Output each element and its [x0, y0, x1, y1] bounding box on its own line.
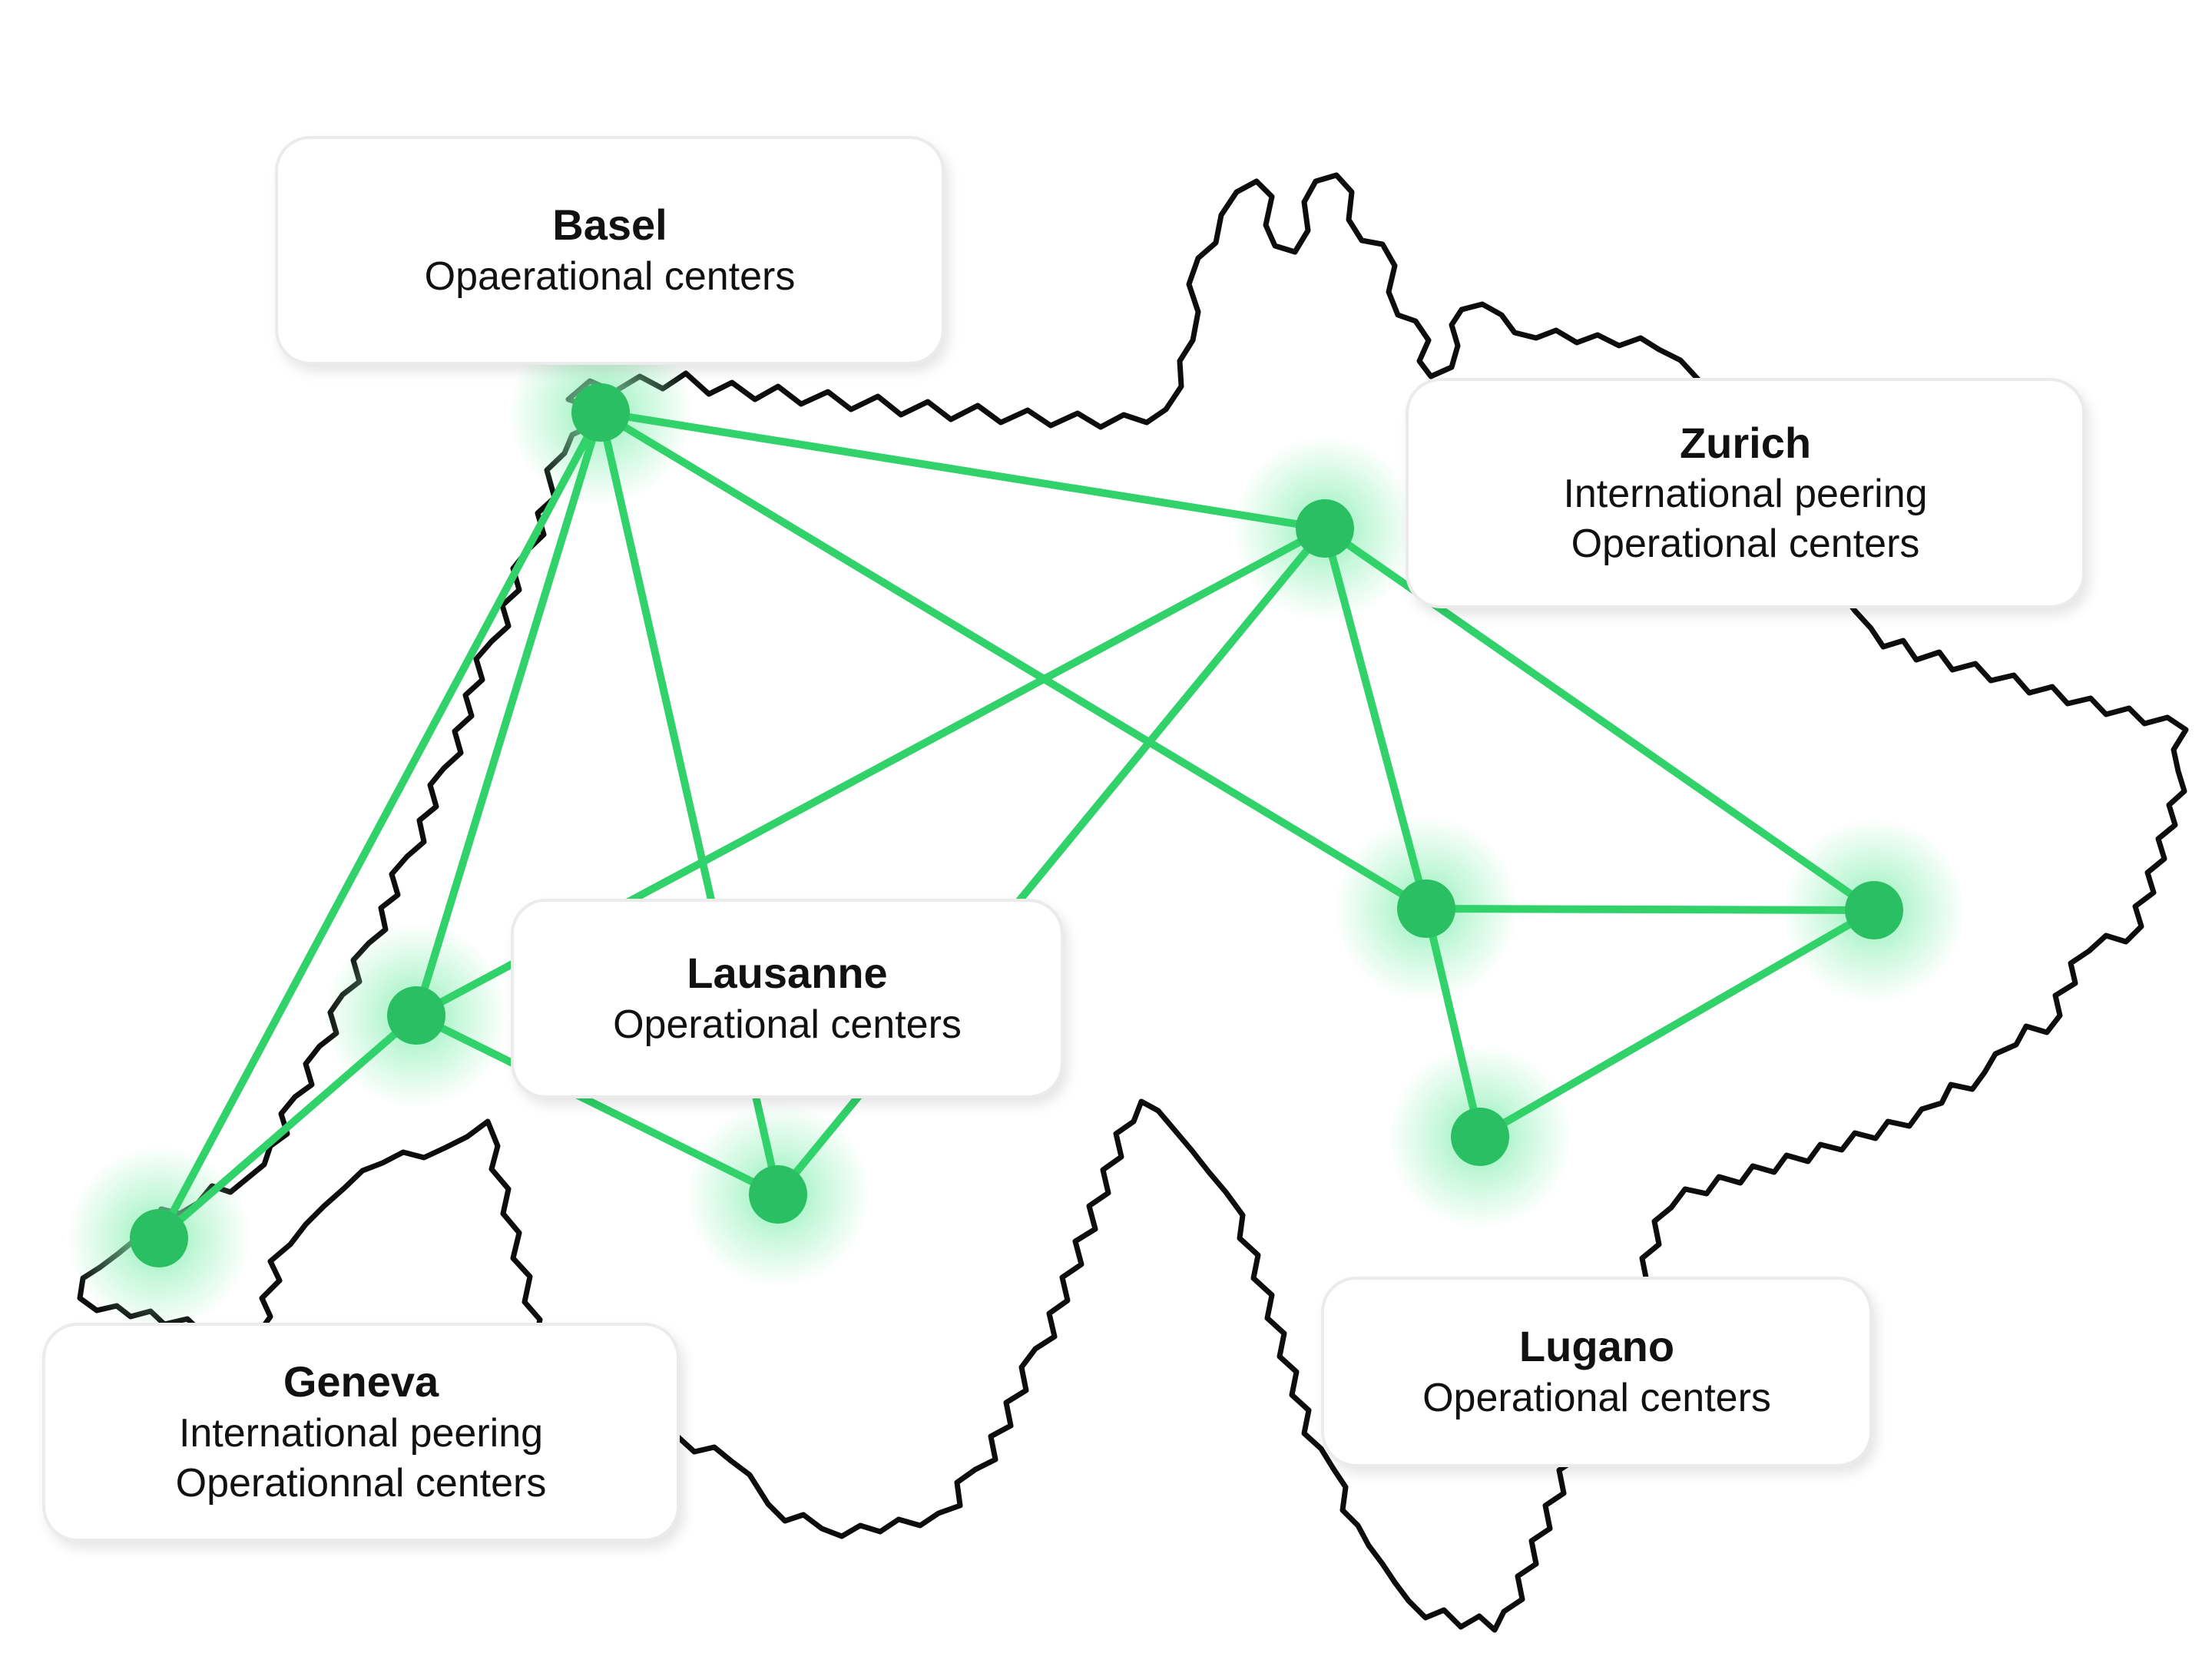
- city-name: Basel: [552, 200, 667, 250]
- city-role: Operational centers: [1571, 522, 1920, 567]
- city-role: Operational centers: [613, 1002, 962, 1047]
- network-node-geneva: [130, 1209, 188, 1267]
- city-role: Operationnal centers: [175, 1460, 547, 1506]
- label-card-zurich: Zurich International peering Operational…: [1406, 378, 2085, 608]
- city-name: Lausanne: [687, 949, 888, 998]
- network-node-basel: [571, 383, 630, 442]
- label-card-basel: Basel Opaerational centers: [275, 136, 945, 365]
- edge-basel-geneva: [155, 409, 604, 1242]
- edge-lausanne-unnamed-south: [412, 1012, 782, 1198]
- network-node-unnamed-east-mid: [1397, 880, 1455, 938]
- network-node-lugano: [1451, 1108, 1509, 1166]
- city-role: Opaerational centers: [424, 253, 796, 299]
- label-card-lugano: Lugano Operational centers: [1321, 1277, 1873, 1467]
- city-role: Operational centers: [1422, 1375, 1771, 1420]
- network-node-lausanne: [387, 986, 445, 1045]
- edge-basel-zurich: [597, 409, 1329, 532]
- city-name: Zurich: [1679, 418, 1812, 467]
- edge-zurich-unnamed-east-mid: [1321, 525, 1430, 913]
- network-node-unnamed-south: [749, 1165, 807, 1224]
- edge-unnamed-far-east-lugano: [1476, 906, 1878, 1141]
- network-node-unnamed-far-east: [1845, 881, 1903, 939]
- edge-unnamed-east-mid-unnamed-far-east: [1422, 905, 1878, 914]
- label-card-lausanne: Lausanne Operational centers: [511, 899, 1064, 1098]
- network-node-zurich: [1296, 499, 1354, 558]
- edge-unnamed-east-mid-lugano: [1422, 905, 1484, 1141]
- edge-basel-lausanne: [412, 409, 604, 1019]
- city-role: International peering: [1563, 472, 1928, 517]
- label-card-geneva: Geneva International peering Operationna…: [42, 1323, 680, 1542]
- city-role: International peering: [178, 1410, 544, 1456]
- city-name: Lugano: [1518, 1322, 1675, 1371]
- city-name: Geneva: [283, 1357, 439, 1406]
- edge-lausanne-geneva: [155, 1012, 420, 1242]
- edge-basel-unnamed-east-mid: [597, 409, 1430, 913]
